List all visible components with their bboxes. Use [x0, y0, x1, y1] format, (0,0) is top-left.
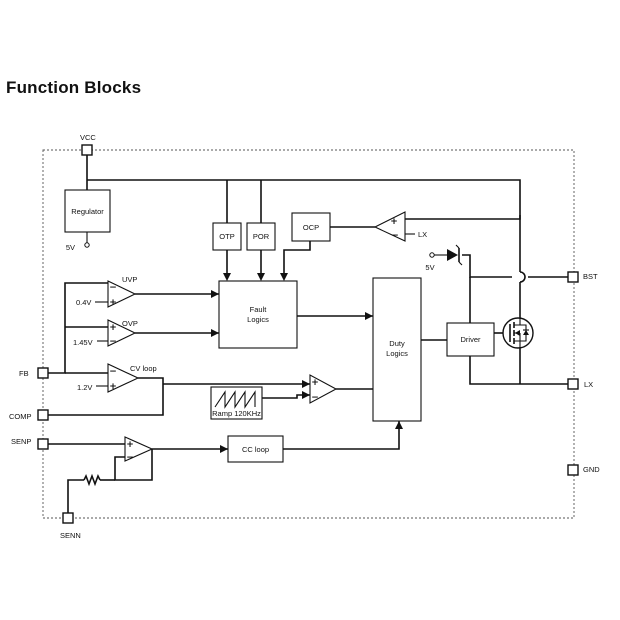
pin-fb-label: FB: [19, 369, 29, 378]
bootstrap-diode: [429, 244, 463, 266]
ref-uvp-label: 0.4V: [76, 298, 91, 307]
pin-senp-label: SENP: [11, 437, 31, 446]
pin-vcc-label: VCC: [80, 133, 96, 142]
otp-label: OTP: [219, 232, 234, 241]
fault-logics-label-2: Logics: [247, 315, 269, 324]
fault-logics-label-1: Fault: [250, 305, 268, 314]
svg-text:+: +: [109, 298, 117, 308]
svg-text:−: −: [109, 283, 117, 293]
pin-bst: BST: [567, 271, 598, 283]
duty-logics-label-1: Duty: [389, 339, 405, 348]
driver-block: Driver: [446, 322, 495, 357]
cc-loop-label: CC loop: [242, 445, 269, 454]
pin-lx-label: LX: [584, 380, 593, 389]
cc-loop-block: CC loop: [227, 435, 284, 463]
pwm-comparator: + −: [309, 374, 338, 404]
pin-senn-label: SENN: [60, 531, 81, 540]
uvp-comparator: − +: [95, 280, 137, 308]
ovp-comparator: + −: [97, 319, 137, 347]
ocp-comparator: + −: [373, 211, 406, 242]
svg-text:−: −: [109, 367, 117, 377]
svg-text:+: +: [109, 323, 117, 333]
ref-cv-label: 1.2V: [77, 383, 92, 392]
uvp-label: UVP: [122, 275, 137, 284]
svg-text:−: −: [311, 393, 319, 403]
chip-boundary: [42, 149, 575, 519]
ref-ovp-label: 1.45V: [73, 338, 93, 347]
pin-vcc: VCC: [80, 133, 96, 156]
pin-senp: SENP: [11, 437, 49, 450]
otp-block: OTP: [212, 222, 242, 251]
arrowheads: [211, 273, 403, 453]
svg-text:+: +: [311, 378, 319, 388]
ocp-block: OCP: [291, 212, 331, 242]
por-block: POR: [246, 222, 276, 251]
sense-resistor: [83, 473, 101, 487]
ocp-label: OCP: [303, 223, 319, 232]
driver-label: Driver: [461, 335, 482, 344]
duty-logics-label-2: Logics: [386, 349, 408, 358]
bst-5v-label: 5V: [425, 263, 434, 272]
fault-logics-block: Fault Logics: [218, 280, 298, 349]
current-sense-amplifier: + −: [124, 436, 154, 463]
pin-lx: LX: [567, 378, 593, 390]
regulator-block: Regulator: [64, 189, 111, 233]
pin-senn: SENN: [60, 512, 81, 540]
pin-fb: FB: [19, 367, 49, 379]
ramp-block: Ramp 120KHz: [210, 386, 263, 420]
svg-text:+: +: [109, 382, 117, 392]
ramp-label: Ramp 120KHz: [212, 409, 261, 418]
reg-5v-label: 5V: [66, 243, 75, 252]
ocp-lx-label: LX: [418, 230, 427, 239]
regulator-label: Regulator: [71, 207, 104, 216]
duty-logics-block: Duty Logics: [372, 277, 422, 422]
ovp-label: OVP: [122, 319, 138, 328]
svg-text:+: +: [390, 217, 398, 227]
pin-gnd: GND: [567, 464, 600, 476]
svg-text:−: −: [391, 231, 399, 241]
pin-comp-label: COMP: [9, 412, 32, 421]
cv-loop-label: CV loop: [130, 364, 157, 373]
reg-5v-node: [84, 242, 90, 248]
svg-text:−: −: [126, 453, 134, 463]
svg-text:−: −: [109, 337, 117, 347]
svg-text:+: +: [126, 440, 134, 450]
cv-error-amplifier: − +: [96, 363, 140, 393]
por-label: POR: [253, 232, 270, 241]
pin-comp: COMP: [9, 409, 49, 421]
power-mosfet: [502, 317, 534, 349]
pin-bst-label: BST: [583, 272, 598, 281]
pin-gnd-label: GND: [583, 465, 600, 474]
wires: [48, 150, 568, 513]
page-title: Function Blocks: [6, 78, 142, 97]
